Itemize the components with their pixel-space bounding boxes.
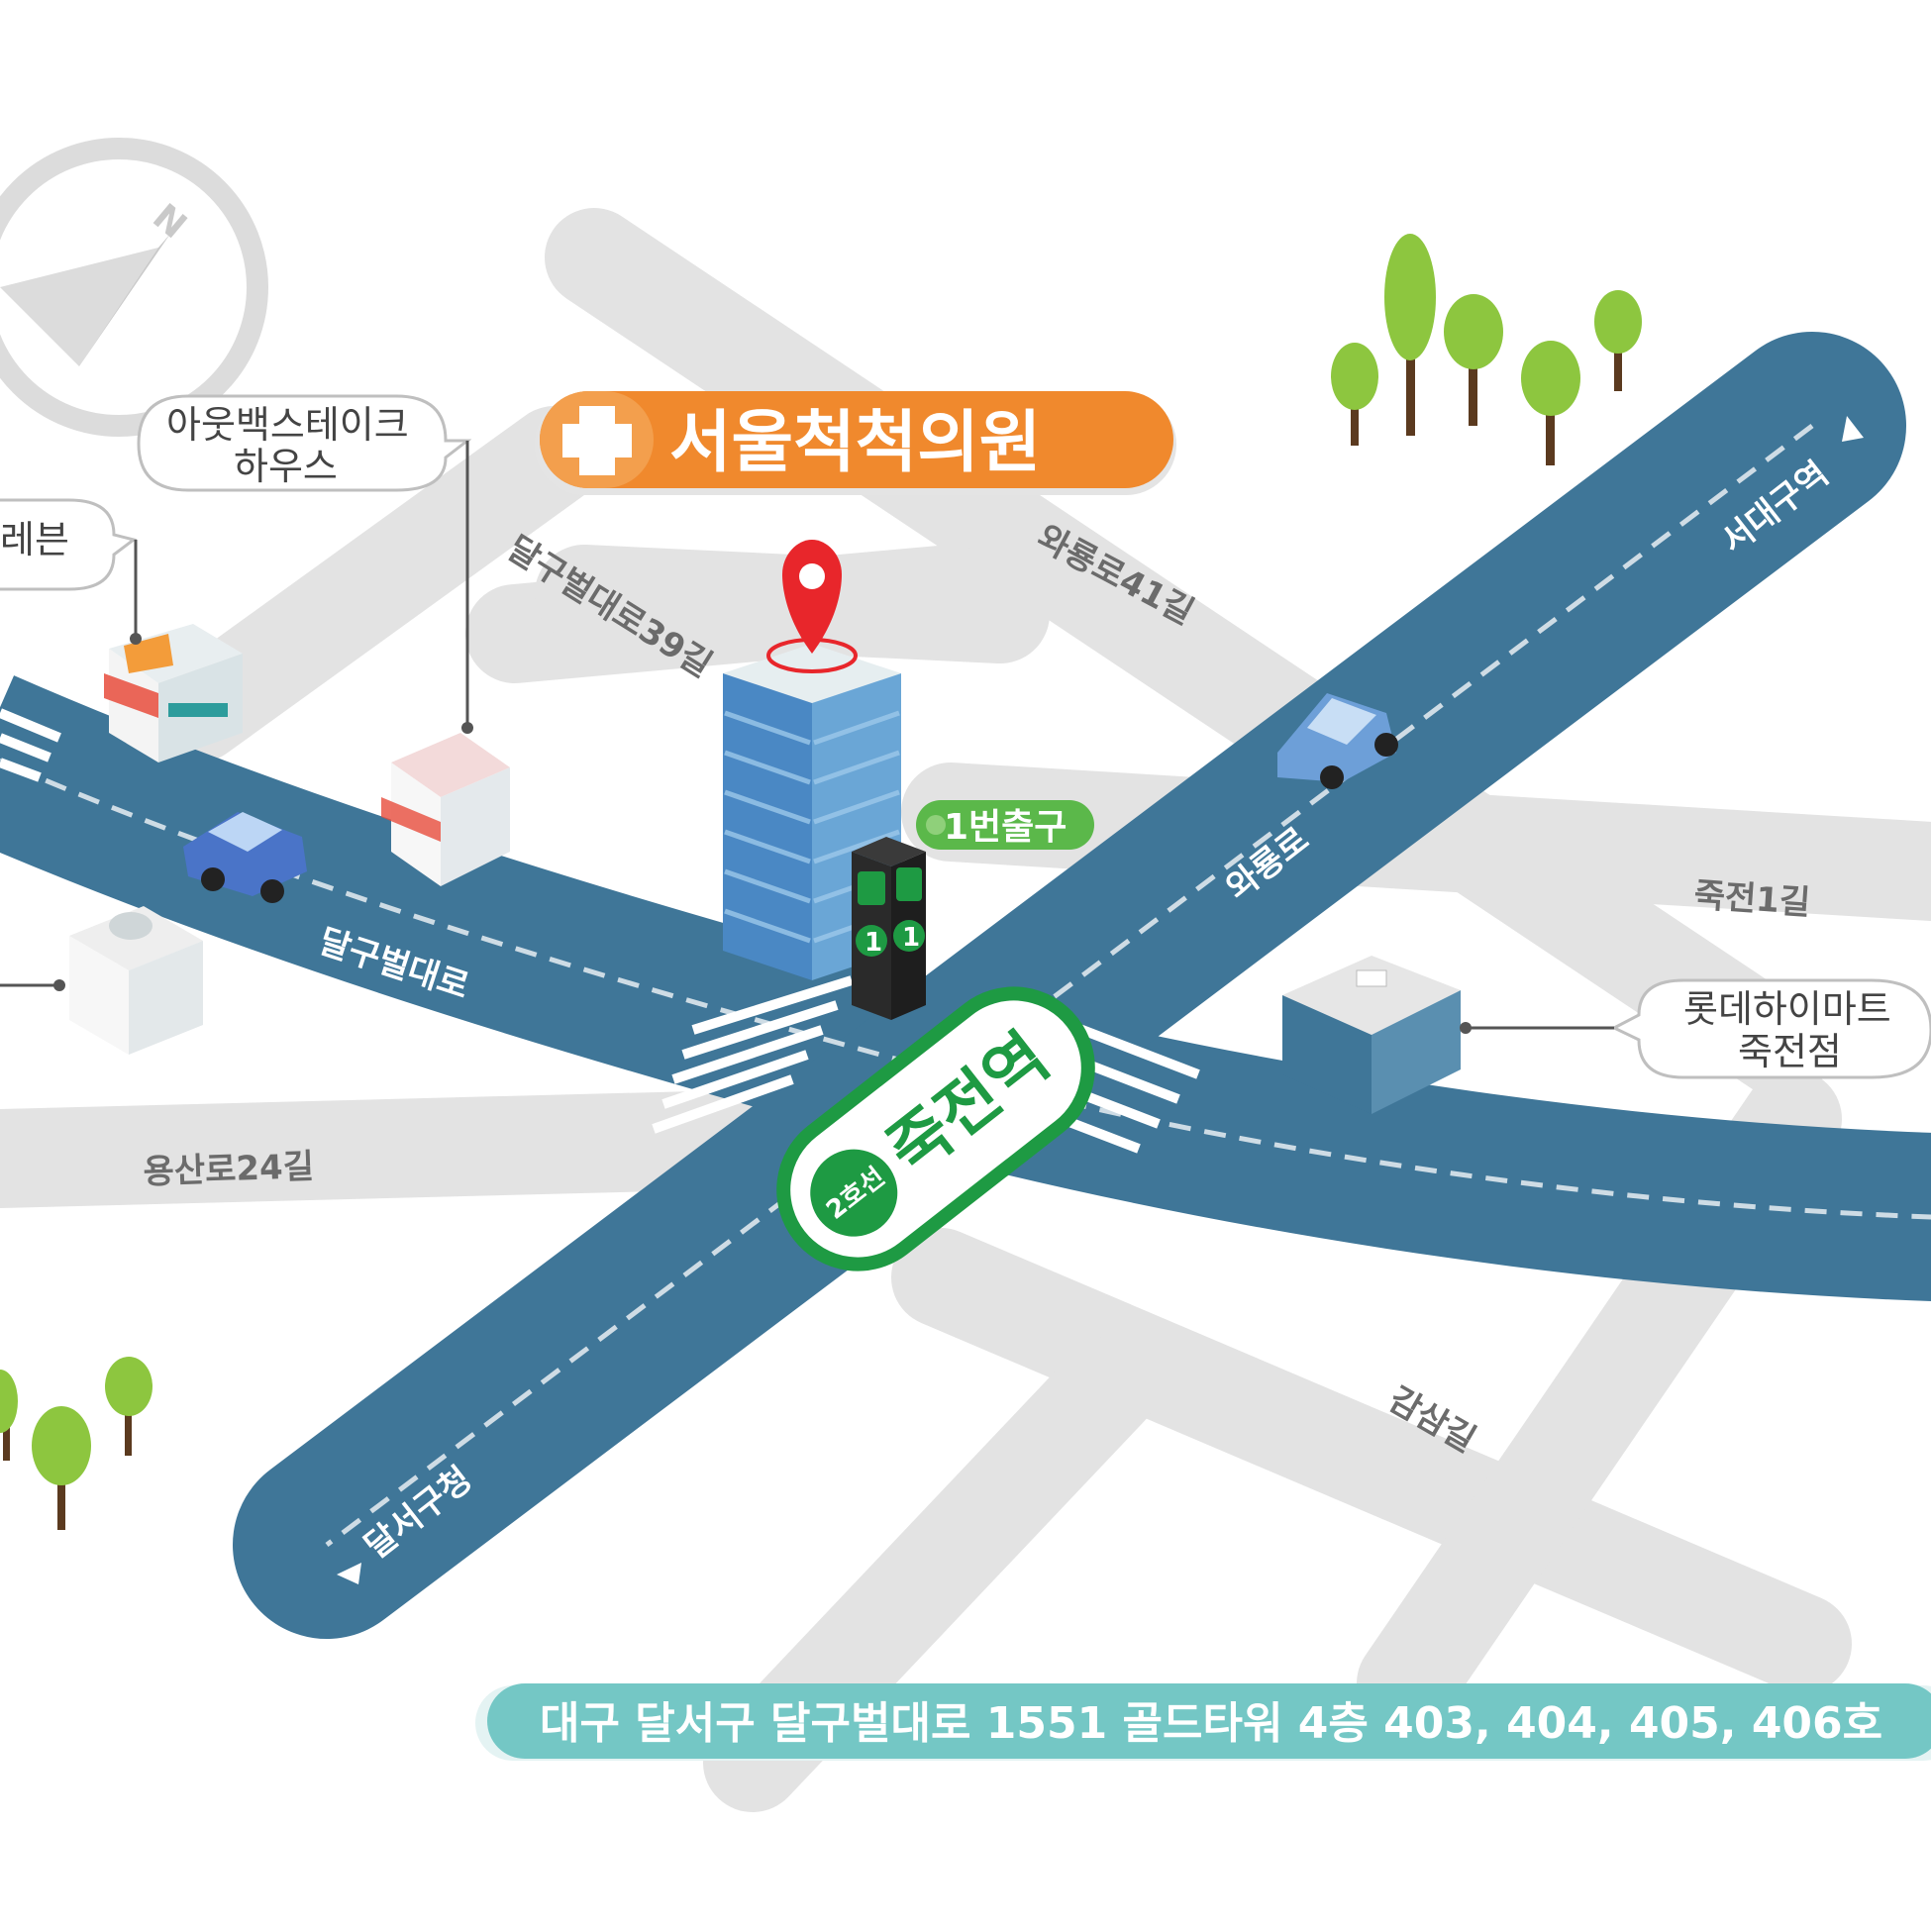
seven-partial: 레븐 (0, 518, 69, 561)
outback-line2: 하우스 (234, 445, 338, 488)
bus-icon (858, 871, 885, 905)
tree-icon (1521, 341, 1580, 465)
tree-icon (105, 1357, 152, 1456)
exit-number-1: 1 (864, 928, 882, 958)
compass-north: N (145, 197, 193, 248)
callout-office-pointer (0, 979, 65, 991)
callout-lotte: 롯데하이마트 죽전점 (1460, 978, 1931, 1079)
tree-icon (1594, 290, 1642, 391)
lotte-building (1282, 956, 1461, 1114)
clinic-address: 대구 달서구 달구벌대로 1551 골드타워 4층 403, 404, 405,… (540, 1698, 1882, 1749)
road-gamsam-upper (149, 406, 604, 763)
line2-badge (810, 1149, 898, 1237)
clinic-name: 서울척척의원 (669, 404, 1041, 482)
convenience-store-building (104, 624, 243, 763)
car-icon (1277, 693, 1398, 789)
address-bar: 대구 달서구 달구벌대로 1551 골드타워 4층 403, 404, 405,… (475, 1683, 1931, 1761)
exit-number-badge (856, 925, 887, 957)
crosswalks (0, 708, 1200, 1154)
callout-seven: 레븐 (0, 498, 142, 645)
trees-top-right (1331, 234, 1642, 465)
lotte-line2: 죽전점 (1738, 1030, 1842, 1073)
tree-icon (1331, 343, 1378, 446)
tree-icon (0, 1370, 18, 1461)
tree-icon (1444, 294, 1503, 426)
lotte-line1: 롯데하이마트 (1683, 987, 1891, 1031)
trees-bottom-left (0, 1357, 152, 1530)
road-waryong-centerline (325, 424, 1814, 1547)
compass-icon: N (0, 138, 268, 437)
road-yongsan24 (0, 1089, 822, 1208)
exit-badge: 1번출구 (916, 800, 1094, 850)
exit-label: 1번출구 (944, 807, 1067, 848)
callout-outback: 아웃백스테이크 하우스 (137, 394, 473, 734)
road-jukjeon1 (901, 763, 1931, 921)
road-gamsam (891, 1228, 1852, 1693)
exit-number-2: 1 (902, 923, 920, 953)
arrow-northeast-icon (1842, 416, 1864, 442)
medical-cross-icon (562, 406, 632, 475)
car-icon (183, 812, 307, 903)
road-waryong41 (545, 208, 1832, 1099)
location-pin-icon (782, 540, 842, 654)
clinic-banner: 서울척척의원 (535, 391, 1176, 495)
label-yongsan24: 용산로24길 (143, 1147, 315, 1192)
exit-pillar: 1 1 (852, 837, 926, 1020)
tree-icon (1384, 234, 1436, 436)
arrow-southwest-icon (337, 1563, 361, 1584)
store-building (381, 733, 510, 886)
outback-line1: 아웃백스테이크 (166, 403, 409, 447)
label-jukjeon1: 죽전1길 (1692, 875, 1811, 923)
tree-icon (32, 1406, 91, 1530)
bus-icon (896, 867, 922, 901)
small-office-building (69, 906, 203, 1055)
exit-number-badge (893, 920, 925, 952)
